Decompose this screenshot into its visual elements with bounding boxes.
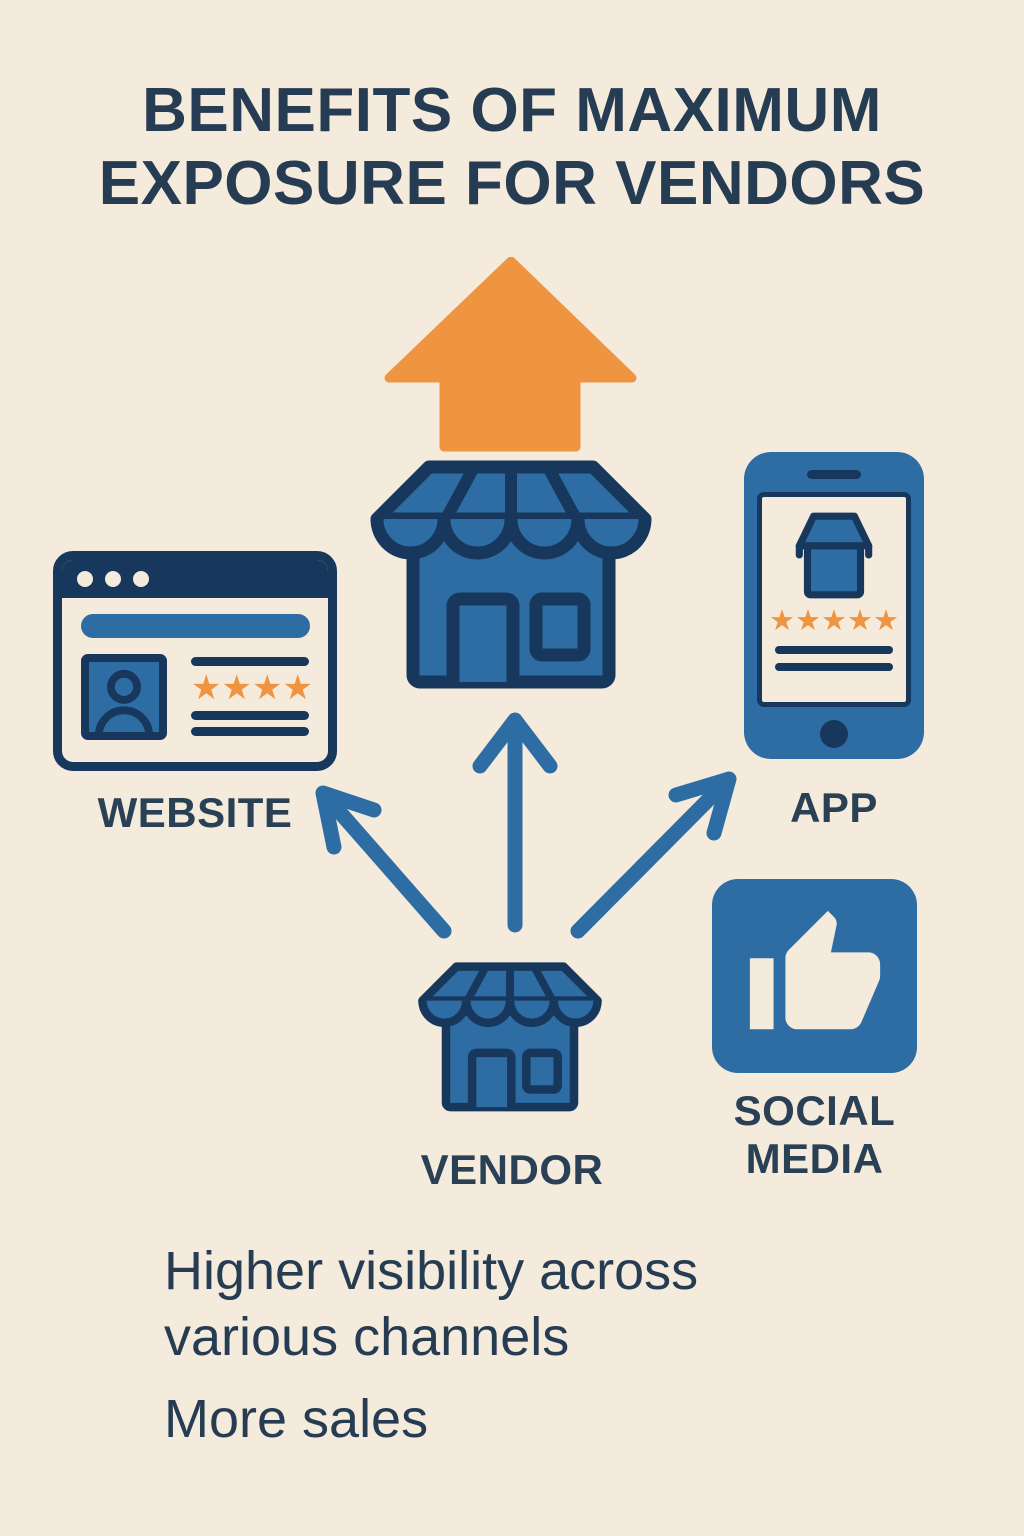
text-line xyxy=(775,663,893,671)
social-media-tile xyxy=(712,879,917,1073)
benefit-2-line-1: More sales xyxy=(164,1389,429,1449)
social-label-line-1: SOCIAL xyxy=(733,1087,896,1134)
benefit-text-sales: More sales xyxy=(164,1386,428,1452)
social-label-line-2: MEDIA xyxy=(745,1134,884,1182)
browser-dot-icon xyxy=(77,571,93,587)
website-star-rating: ★★★★ xyxy=(191,669,313,708)
browser-window-icon: ★★★★ xyxy=(53,551,337,771)
browser-dot-icon xyxy=(133,571,149,587)
profile-photo-icon xyxy=(81,654,167,740)
arrow-to-app-icon xyxy=(570,771,737,939)
website-label: WEBSITE xyxy=(97,789,293,836)
shop-listing-icon xyxy=(783,509,885,603)
browser-dot-icon xyxy=(105,571,121,587)
phone-home-button-icon xyxy=(820,720,848,748)
arrow-to-website-icon xyxy=(315,785,452,939)
phone-screen: ★★★★★ xyxy=(757,492,911,707)
page-title: BENEFITS OF MAXIMUM EXPOSURE FOR VENDORS xyxy=(0,74,1024,220)
benefit-1-line-1: Higher visibility across xyxy=(164,1241,699,1301)
person-icon xyxy=(95,669,153,732)
arrow-to-marketplace-icon xyxy=(472,712,558,933)
text-line xyxy=(191,726,309,736)
browser-titlebar xyxy=(62,560,328,598)
app-label: APP xyxy=(790,784,878,831)
page-title-line-1: BENEFITS OF MAXIMUM xyxy=(142,76,882,145)
address-bar xyxy=(81,614,310,638)
thumbs-up-icon xyxy=(749,910,880,1030)
up-arrow-icon xyxy=(384,257,637,452)
phone-speaker-icon xyxy=(807,470,861,479)
benefit-1-line-2: various channels xyxy=(164,1307,570,1368)
text-line xyxy=(191,710,309,720)
smartphone-icon: ★★★★★ xyxy=(744,452,924,759)
browser-content: ★★★★ xyxy=(62,598,328,740)
vendor-storefront-icon xyxy=(412,960,608,1117)
social-media-label: SOCIAL MEDIA xyxy=(712,1087,917,1183)
app-star-rating: ★★★★★ xyxy=(769,605,899,637)
vendor-label: VENDOR xyxy=(420,1146,604,1193)
benefit-text-visibility: Higher visibility across various channel… xyxy=(164,1238,698,1371)
review-block: ★★★★ xyxy=(191,654,313,740)
page-title-line-2: EXPOSURE FOR VENDORS xyxy=(98,149,926,219)
text-line xyxy=(775,646,893,654)
marketplace-storefront-icon xyxy=(361,457,661,697)
text-line xyxy=(191,657,309,666)
